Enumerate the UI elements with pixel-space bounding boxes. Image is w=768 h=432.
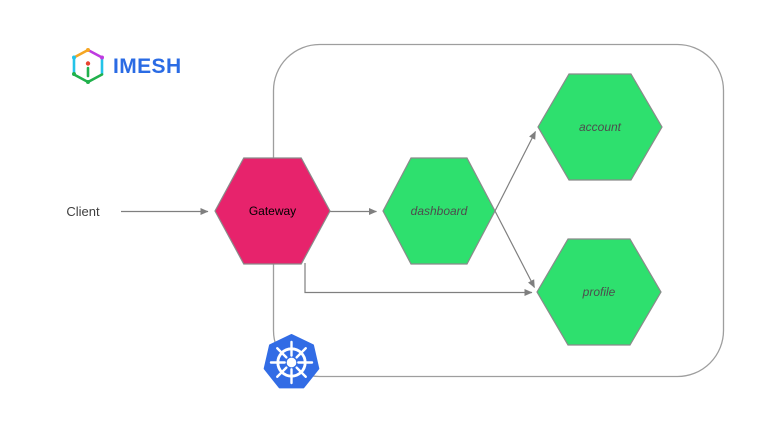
account-hexagon	[537, 73, 663, 181]
cluster-boundary	[272, 43, 725, 378]
client-label: Client	[66, 204, 100, 219]
gateway-hexagon	[214, 157, 331, 265]
edge-dashboard-profile	[494, 210, 536, 288]
edge-dashboard-account	[494, 131, 537, 212]
kubernetes-icon	[263, 334, 320, 389]
brand-name: IMESH	[113, 55, 182, 78]
imesh-cube-icon	[72, 48, 104, 84]
connector-lines	[121, 131, 537, 296]
edge-gateway-profile	[304, 263, 533, 296]
hexagon-nodes	[214, 73, 663, 346]
dashboard-hexagon	[382, 157, 496, 265]
profile-hexagon	[536, 238, 662, 346]
brand-logo: IMESH	[70, 47, 182, 87]
